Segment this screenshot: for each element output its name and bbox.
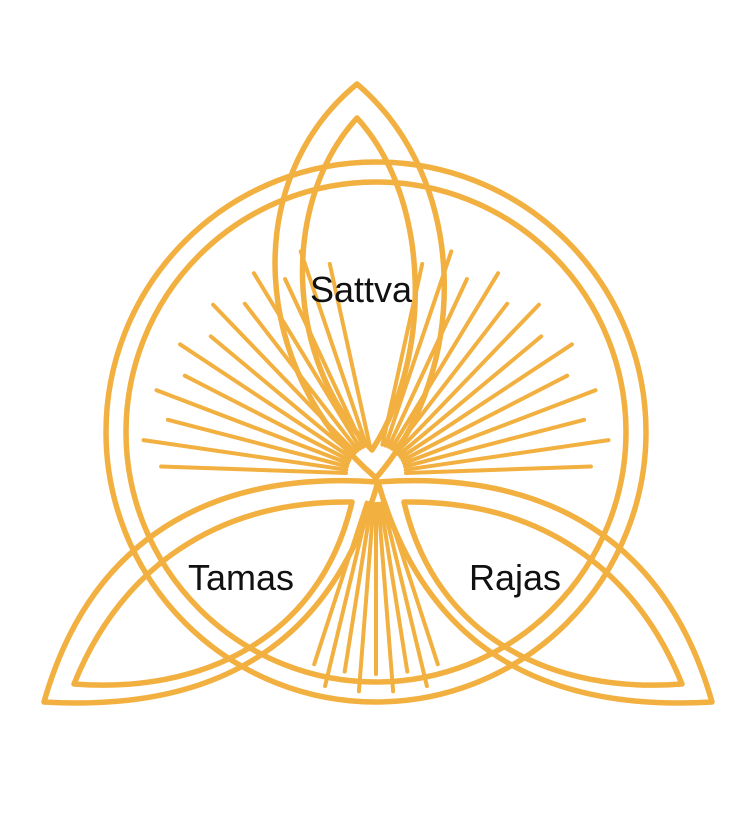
top-petal-inner [299,115,418,453]
ray-line [141,438,349,472]
ray-line [386,277,469,449]
label-rajas: Rajas [469,557,561,598]
left-petal-outer [41,478,381,706]
ray-line [399,342,574,460]
ray-line [403,417,587,469]
ray-line [327,262,372,447]
ray-line [394,302,541,455]
ray-line [404,464,593,475]
ray-line [283,277,366,449]
right-petal-inner [401,499,685,688]
ray-line [342,501,374,674]
ray-line [400,373,570,463]
ray-line [376,501,396,694]
ray-line [383,249,454,448]
ray-line [378,501,410,674]
ray-line [381,501,429,688]
ray-line [182,373,352,463]
ray-line [298,249,369,448]
ray-line [397,334,544,457]
ray-line [389,271,501,451]
label-tamas: Tamas [188,557,294,598]
right-petal-outer [375,478,715,706]
ray-line [154,388,350,466]
ray-line [178,342,353,460]
ray-line [403,438,611,472]
outer-circle [103,159,649,705]
ray-line [251,271,363,451]
ray-line [208,334,355,457]
label-sattva: Sattva [310,269,413,310]
ray-line [159,464,348,475]
top-petal-outer [272,81,447,481]
ray-line [165,417,349,469]
inner-circle [123,179,629,685]
ray-line [356,501,376,694]
left-petal-inner [71,499,355,688]
ray-line [312,500,369,667]
radiating-rays [141,249,611,694]
ray-line [402,388,598,466]
